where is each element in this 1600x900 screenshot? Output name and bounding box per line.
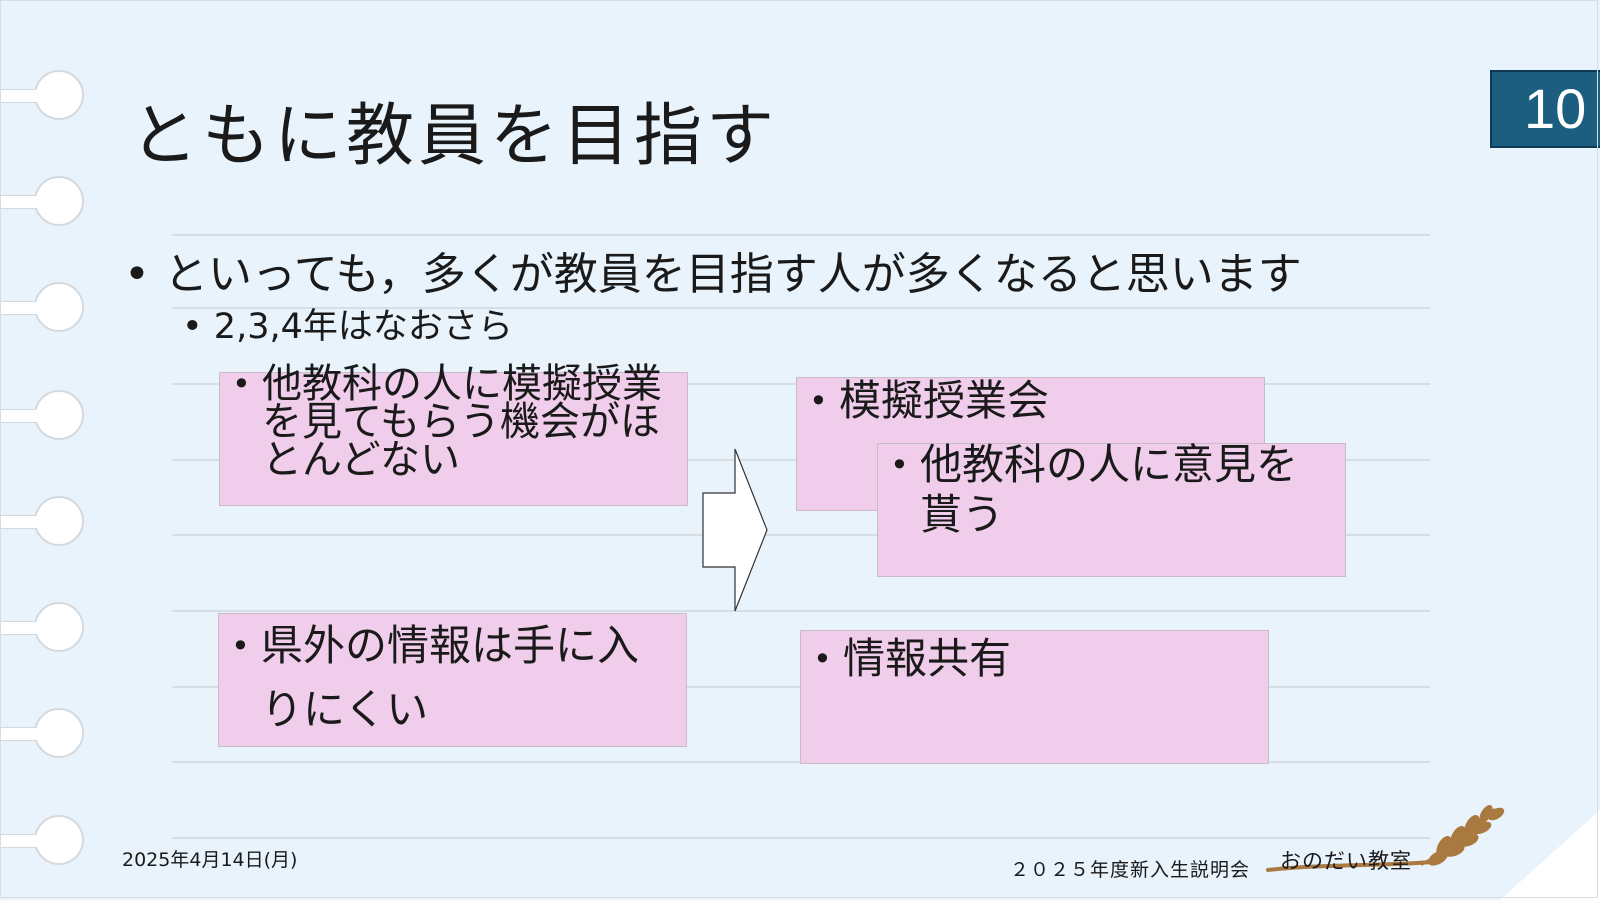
binder-ring bbox=[0, 70, 86, 122]
page-corner-fold bbox=[1500, 810, 1600, 900]
ruled-line bbox=[172, 534, 1430, 536]
slide-title: ともに教員を目指す bbox=[130, 97, 779, 176]
problem-text: 他教科の人に模擬授業を見てもらう機会がほとんどない bbox=[262, 361, 662, 483]
bullet-text: といっても，多くが教員を目指す人が多くなると思います bbox=[163, 249, 1302, 300]
ruled-line bbox=[172, 307, 1430, 309]
solution-box-info-sharing: • 情報共有 bbox=[800, 630, 1269, 764]
binder-ring bbox=[0, 176, 86, 228]
binder-ring bbox=[0, 815, 86, 867]
bullet-dot: • bbox=[890, 446, 909, 484]
problem-box-mock-lesson: • 他教科の人に模擬授業を見てもらう機会がほとんどない bbox=[219, 364, 688, 506]
solution-text: 模擬授業会 bbox=[839, 376, 1050, 425]
bullet-dot: • bbox=[182, 307, 203, 347]
binder-ring bbox=[0, 602, 86, 654]
logo-text: おのだい教室 bbox=[1280, 849, 1412, 873]
ruled-line bbox=[172, 610, 1430, 612]
bullet-dot: • bbox=[809, 382, 828, 420]
bullet-dot: • bbox=[232, 365, 251, 403]
footer-event-name: ２０２５年度新入生説明会 bbox=[1010, 859, 1251, 881]
binder-ring bbox=[0, 708, 86, 760]
binder-ring bbox=[0, 390, 86, 442]
footer-date: 2025年4月14日(月) bbox=[122, 849, 298, 871]
bullet-dot: • bbox=[124, 249, 150, 300]
bullet-dot: • bbox=[813, 640, 832, 678]
solution-text: 他教科の人に意見を貰う bbox=[920, 440, 1299, 539]
problem-text: 県外の情報は手に入りにくい bbox=[261, 621, 640, 734]
bullet-level-2: • 2,3,4年はなおさら bbox=[182, 298, 513, 349]
ruled-line bbox=[172, 837, 1430, 839]
wheat-icon bbox=[1266, 804, 1505, 872]
solution-box-get-feedback: • 他教科の人に意見を貰う bbox=[877, 440, 1346, 577]
right-arrow-icon bbox=[702, 448, 768, 612]
ruled-line bbox=[172, 234, 1430, 236]
bullet-dot: • bbox=[231, 627, 250, 665]
bullet-text: 2,3,4年はなおさら bbox=[213, 307, 513, 347]
page-number-badge: 10 bbox=[1490, 70, 1600, 148]
bullet-level-1: • といっても，多くが教員を目指す人が多くなると思います bbox=[124, 238, 1302, 302]
binder-ring bbox=[0, 282, 86, 334]
solution-text: 情報共有 bbox=[843, 634, 1012, 683]
problem-box-out-of-prefecture-info: • 県外の情報は手に入りにくい bbox=[218, 613, 687, 747]
binder-ring bbox=[0, 496, 86, 548]
